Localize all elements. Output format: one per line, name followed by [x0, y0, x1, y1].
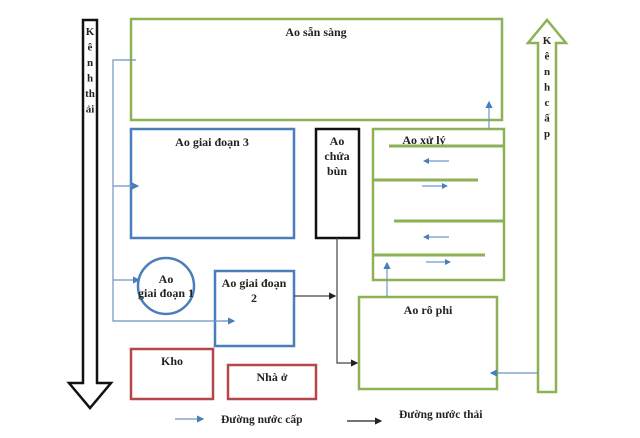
canal-label-char: th — [85, 88, 95, 100]
legend-supply-label: Đường nước cấp — [221, 413, 303, 426]
canal-label-char: n — [87, 57, 93, 69]
pond-sludge-box — [314, 127, 361, 240]
pond-ready-box — [129, 17, 504, 122]
house-label: Nhà ở — [257, 370, 288, 384]
legend: Đường nước cấp Đường nước thải — [175, 409, 483, 426]
waste-canal-arrow-shape — [66, 18, 114, 410]
pond-stage1-label-2: giai đoạn 1 — [138, 286, 194, 300]
pond-ready: Ao sẵn sàng — [129, 17, 504, 122]
pond-stage3-label: Ao giai đoạn 3 — [175, 135, 249, 149]
pond-treatment-box — [371, 127, 506, 282]
pond-sludge: Ao chứa bùn — [314, 127, 361, 240]
canal-label-char: ấ — [544, 113, 550, 125]
canal-label-char: ê — [545, 51, 550, 63]
pond-ready-label: Ao sẵn sàng — [285, 25, 346, 39]
supply-line-main — [112, 59, 228, 322]
canal-label-char: c — [545, 97, 550, 109]
pond-sludge-label-1: Ao — [330, 134, 345, 148]
storage-box — [129, 347, 215, 401]
storage: Kho — [129, 347, 215, 401]
pond-stage3-box — [129, 127, 296, 240]
canal-label-char: h — [87, 73, 93, 85]
pond-sludge-label-3: bùn — [327, 164, 347, 178]
pond-stage3: Ao giai đoạn 3 — [129, 127, 296, 240]
pond-treatment-label: Ao xử lý — [402, 133, 445, 147]
pond-stage2-box — [213, 269, 296, 348]
canal-label-char: K — [86, 26, 95, 38]
supply-water-lines — [112, 59, 538, 377]
pond-tilapia-label: Ao rô phi — [404, 303, 453, 317]
pond-stage2-label-2: 2 — [251, 291, 257, 305]
waste-line-sludge-to-tilapia — [336, 238, 359, 367]
pond-stage1-label-1: Ao — [159, 272, 174, 286]
legend-waste-label: Đường nước thải — [399, 409, 483, 421]
pond-stage1: Ao giai đoạn 1 — [136, 256, 196, 316]
canal-label-char: K — [543, 35, 552, 47]
pond-stage2: Ao giai đoạn 2 — [213, 269, 296, 348]
house: Nhà ở — [226, 363, 318, 401]
pond-sludge-label-2: chứa — [324, 149, 349, 163]
pond-tilapia: Ao rô phi — [357, 295, 499, 391]
pond-stage2-label-1: Ao giai đoạn — [222, 276, 287, 290]
canal-label-char: ải — [86, 104, 95, 116]
pond-treatment: Ao xử lý — [371, 127, 506, 282]
storage-label: Kho — [161, 354, 183, 368]
house-box — [226, 363, 318, 401]
canal-label-char: ê — [88, 42, 93, 54]
canal-label-char: p — [544, 128, 550, 140]
pond-stage1-circle — [136, 256, 196, 316]
pond-tilapia-box — [357, 295, 499, 391]
supply-canal-arrow-shape — [525, 18, 569, 394]
canal-label-char: n — [544, 66, 550, 78]
waste-water-lines — [294, 238, 359, 367]
canal-label-char: h — [544, 82, 550, 94]
